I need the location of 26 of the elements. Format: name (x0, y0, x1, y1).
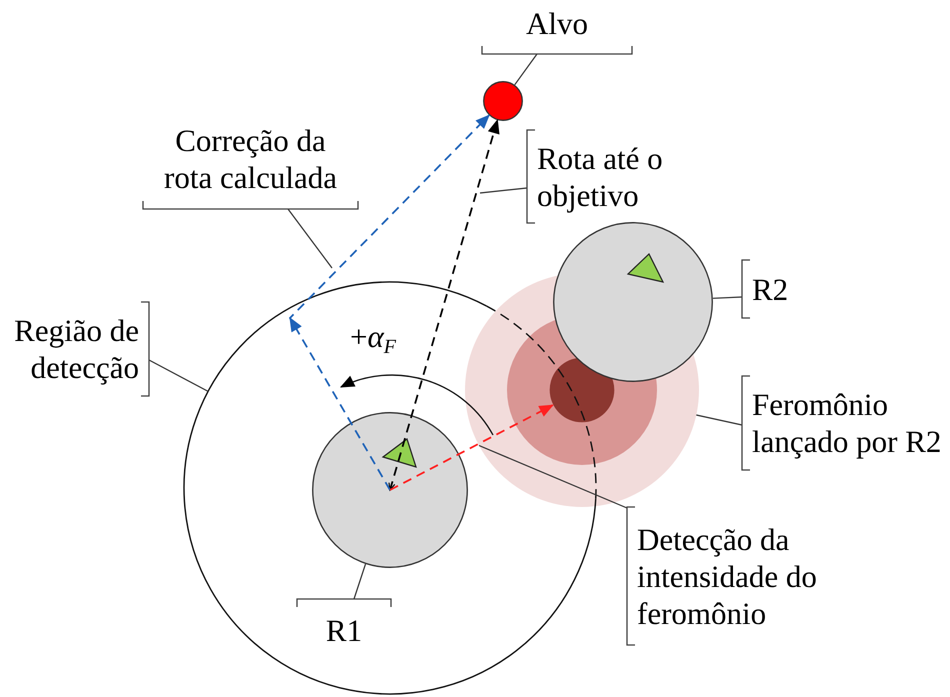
callout-label: Região de detecção (13, 312, 139, 386)
callout-label: Correção da rota calculada (163, 122, 338, 196)
callout-label: Alvo (526, 4, 588, 42)
dashed-arrow (288, 114, 490, 490)
callout-label: Rota até o objetivo (537, 140, 664, 214)
leader-line (148, 359, 208, 392)
callout-label: R2 (752, 270, 788, 308)
angle-label: +α$_{F}$ (350, 318, 396, 360)
leader-line (288, 208, 332, 268)
robot-circle (553, 222, 713, 382)
detection-region-circle (184, 282, 596, 694)
pheromone-area (465, 273, 699, 507)
dashed-arrow (390, 404, 554, 491)
robot-circle (312, 412, 468, 568)
callout-label: Detecção da intensidade do feromônio (637, 520, 818, 632)
dashed-arrow (388, 119, 500, 491)
leader-line (480, 187, 528, 194)
leader-line (478, 444, 628, 509)
leader-line (514, 54, 538, 86)
leader-line (353, 564, 366, 600)
target-circle (483, 81, 523, 121)
callout-label: Feromônio lançado por R2 (752, 386, 942, 460)
callout-label: R1 (326, 612, 362, 648)
leader-line (712, 296, 742, 299)
leader-line (696, 414, 742, 426)
pheromone-core (549, 357, 615, 423)
